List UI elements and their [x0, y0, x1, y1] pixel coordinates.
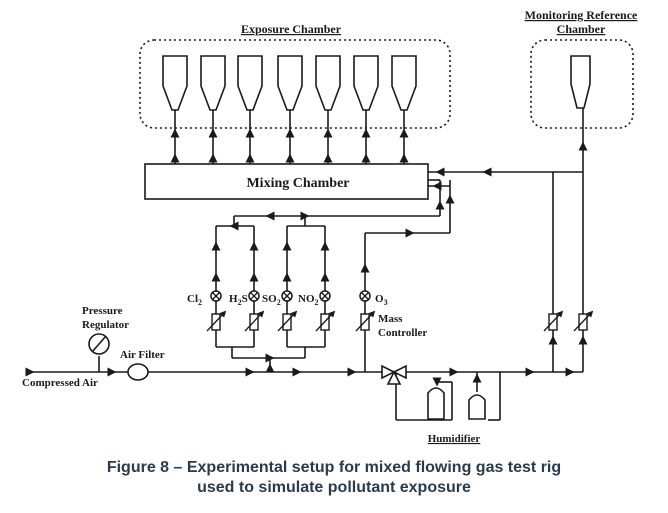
figure-caption-line2: used to simulate pollutant exposure — [197, 479, 471, 496]
flow-arrow — [578, 141, 588, 151]
gas-valve-5 — [359, 290, 371, 302]
exposure-funnel-3 — [237, 55, 263, 111]
flow-arrow — [282, 241, 292, 251]
mixing-chamber-box — [144, 163, 429, 200]
gas-valves — [210, 290, 371, 302]
flow-arrow — [482, 167, 492, 177]
flow-arrow — [347, 367, 357, 377]
flow-arrow — [265, 211, 275, 221]
exposure-funnel-6 — [353, 55, 379, 111]
humidifier-bottle-left — [427, 387, 445, 420]
gas-label-o3: O3 — [375, 293, 388, 307]
gas-valve-1 — [210, 290, 222, 302]
flow-arrow — [292, 367, 302, 377]
flow-arrow — [432, 181, 442, 191]
flow-arrow — [432, 377, 442, 387]
test-rig-diagram: Exposure Chamber Monitoring Reference Ch… — [22, 8, 638, 445]
exposure-chamber-enclosure — [139, 39, 451, 129]
riser-lines — [174, 110, 405, 164]
flow-arrow — [245, 367, 255, 377]
gas-label-cl2: Cl2 — [187, 293, 202, 307]
gas-valve-4 — [319, 290, 331, 302]
flow-arrow — [300, 211, 310, 221]
flow-arrow — [25, 367, 35, 377]
flow-arrow — [211, 272, 221, 282]
exposure-funnel-4 — [277, 55, 303, 111]
flow-arrow — [282, 272, 292, 282]
flow-arrow — [320, 241, 330, 251]
exposure-chamber-title: Exposure Chamber — [241, 22, 342, 36]
flow-arrow — [405, 228, 415, 238]
figure-caption-line1: Figure 8 – Experimental setup for mixed … — [106, 459, 562, 476]
flow-arrow — [320, 272, 330, 282]
flow-arrow — [578, 335, 588, 345]
mixing-chamber-label: Mixing Chamber — [246, 176, 349, 191]
flow-arrow — [229, 221, 239, 231]
pressure-regulator-gauge — [88, 333, 110, 355]
flow-arrow — [445, 194, 455, 204]
air-filter-symbol — [127, 363, 149, 381]
flow-arrow — [265, 353, 275, 363]
gas-valve-2 — [248, 290, 260, 302]
flow-arrow — [265, 363, 275, 373]
mass-flow-controllers — [206, 310, 594, 332]
exposure-funnel-5 — [315, 55, 341, 111]
flow-arrow — [548, 335, 558, 345]
mass-controller-label-line1: Mass — [378, 313, 403, 325]
flow-arrow — [472, 373, 482, 383]
humidifier-bottle-right — [468, 394, 486, 420]
flow-arrow — [211, 241, 221, 251]
gas-valve-3 — [281, 290, 293, 302]
flow-arrows — [25, 128, 588, 387]
gas-label-h2s: H2S — [229, 293, 248, 307]
flow-arrow — [565, 367, 575, 377]
flow-arrow — [435, 167, 445, 177]
exposure-funnels — [162, 55, 417, 111]
monitoring-chamber-title-line2: Chamber — [557, 22, 606, 36]
flow-arrow — [107, 367, 117, 377]
mass-flow-controller-1 — [206, 310, 227, 332]
exposure-funnel-2 — [200, 55, 226, 111]
air-filter-label: Air Filter — [120, 349, 165, 361]
exposure-funnel-1 — [162, 55, 188, 111]
mass-flow-controller-2 — [244, 310, 265, 332]
gas-label-no2: NO2 — [298, 293, 319, 307]
flow-arrow — [449, 367, 459, 377]
flow-arrow — [525, 367, 535, 377]
flow-arrow — [249, 272, 259, 282]
monitoring-chamber-enclosure — [530, 39, 634, 129]
humidifier-label: Humidifier — [428, 433, 481, 445]
flow-arrow — [249, 241, 259, 251]
mass-flow-controller-7 — [573, 310, 594, 332]
compressed-air-label: Compressed Air — [22, 377, 98, 389]
mass-controller-label-line2: Controller — [378, 327, 427, 339]
pressure-regulator-label-line2: Regulator — [82, 319, 129, 331]
exposure-funnel-7 — [391, 55, 417, 111]
mass-flow-controller-3 — [277, 310, 298, 332]
mass-flow-controller-6 — [543, 310, 564, 332]
three-way-valve — [381, 364, 407, 385]
pressure-regulator-label-line1: Pressure — [82, 305, 123, 317]
flow-arrow — [360, 263, 370, 273]
flow-arrow — [435, 200, 445, 210]
monitoring-funnel — [570, 55, 591, 109]
monitoring-chamber-title-line1: Monitoring Reference — [525, 8, 638, 22]
mass-flow-controller-5 — [355, 310, 376, 332]
mass-flow-controller-4 — [315, 310, 336, 332]
gas-label-so2: SO2 — [262, 293, 281, 307]
